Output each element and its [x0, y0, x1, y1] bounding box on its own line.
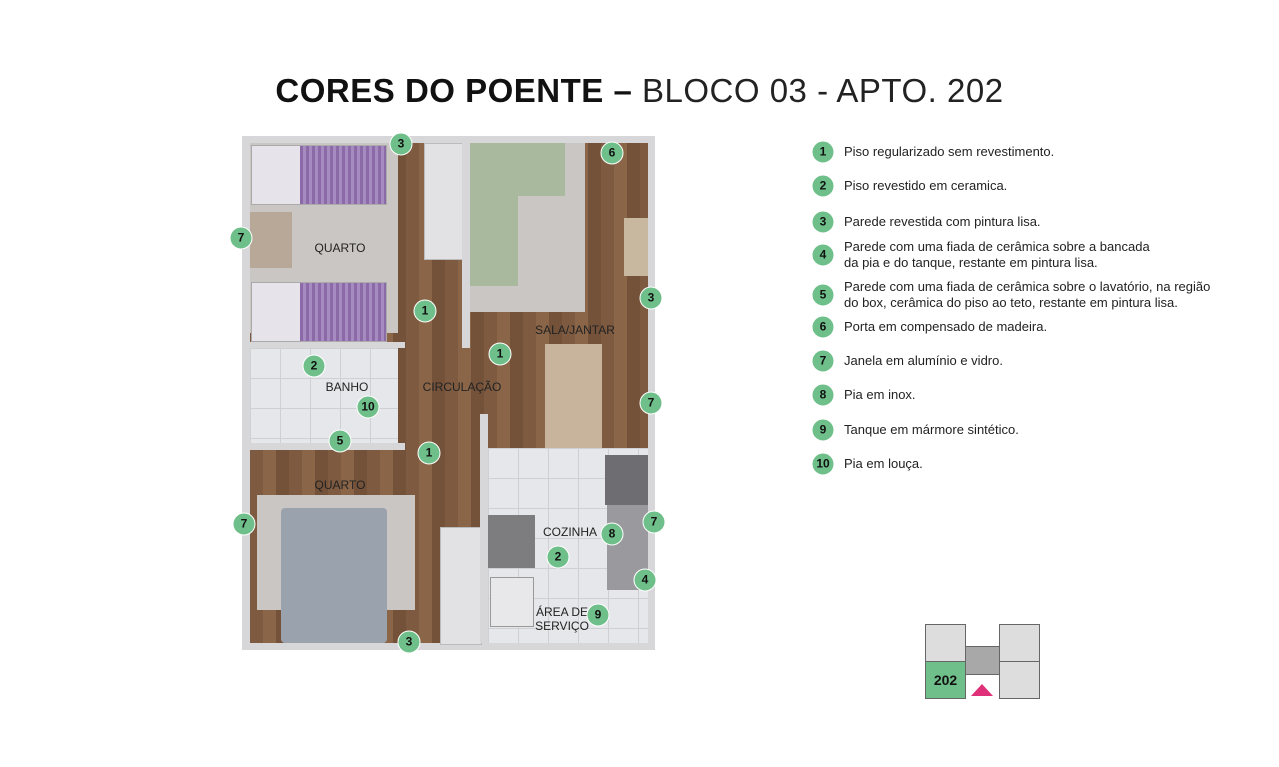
room-label-banho: BANHO — [325, 380, 369, 394]
wall — [462, 143, 470, 348]
plan-badge: 6 — [600, 141, 624, 165]
plan-badge: 2 — [302, 354, 326, 378]
legend-text: Janela em alumínio e vidro. — [844, 353, 1003, 368]
sofa — [470, 143, 565, 196]
plan-badge: 5 — [328, 429, 352, 453]
legend-text: Parede revestida com pintura lisa. — [844, 214, 1041, 229]
bed-double — [281, 508, 387, 643]
legend-text: Piso revestido em ceramica. — [844, 178, 1008, 193]
title-bold: CORES DO POENTE – — [275, 72, 633, 109]
legend-badge: 1 — [811, 140, 835, 164]
wall — [480, 414, 488, 643]
wall — [250, 342, 405, 348]
legend-badge: 5 — [811, 283, 835, 307]
room-label-quarto: QUARTO — [314, 478, 366, 492]
bathroom-floor — [250, 348, 398, 443]
room-label-circulacao: CIRCULAÇÃO — [422, 380, 502, 394]
room-label-sala-jantar: SALA/JANTAR — [535, 323, 615, 337]
unit-cell-highlighted: 202 — [925, 661, 966, 699]
legend-badge: 10 — [811, 452, 835, 476]
plan-badge: 3 — [639, 286, 663, 310]
plan-badge: 9 — [586, 603, 610, 627]
plan-badge: 2 — [546, 545, 570, 569]
plan-badge: 4 — [633, 568, 657, 592]
plan-badge: 1 — [413, 299, 437, 323]
plan-badge: 7 — [639, 391, 663, 415]
sofa — [470, 195, 518, 286]
legend-text: Tanque em mármore sintético. — [844, 422, 1019, 437]
legend-badge: 4 — [811, 243, 835, 267]
plan-badge: 7 — [229, 226, 253, 250]
entrance-marker-icon — [971, 684, 993, 696]
desk — [250, 212, 292, 268]
tv-stand — [624, 218, 648, 276]
circulation-cell — [965, 646, 1000, 675]
legend-text: Parede com uma fiada de cerâmica sobre o… — [844, 279, 1211, 310]
unit-cell — [999, 624, 1040, 662]
wall — [250, 443, 405, 450]
legend-badge: 8 — [811, 383, 835, 407]
title-light: BLOCO 03 - APTO. 202 — [642, 72, 1004, 109]
legend-badge: 6 — [811, 315, 835, 339]
plan-badge: 3 — [389, 132, 413, 156]
unit-cell — [925, 624, 966, 662]
legend-text: Piso regularizado sem revestimento. — [844, 144, 1055, 159]
plan-badge: 8 — [600, 522, 624, 546]
legend-text: Pia em louça. — [844, 456, 923, 471]
wardrobe-bottom — [440, 527, 482, 645]
plan-badge: 1 — [417, 441, 441, 465]
legend-text: Parede com uma fiada de cerâmica sobre a… — [844, 239, 1150, 270]
washing-machine — [490, 577, 534, 627]
room-label-quarto: QUARTO — [314, 241, 366, 255]
floor-plan: QUARTO SALA/JANTAR BANHO CIRCULAÇÃO QUAR… — [229, 132, 666, 654]
legend-text: Porta em compensado de madeira. — [844, 319, 1048, 334]
bed-middle — [251, 282, 387, 342]
legend-badge: 9 — [811, 418, 835, 442]
dining-table — [545, 344, 602, 455]
wardrobe-top — [424, 143, 463, 260]
legend-badge: 7 — [811, 349, 835, 373]
plan-badge: 10 — [356, 395, 380, 419]
unit-cell — [999, 661, 1040, 699]
bed-top — [251, 145, 387, 205]
plan-badge: 1 — [488, 342, 512, 366]
stove — [605, 455, 648, 505]
plan-badge: 3 — [397, 630, 421, 654]
legend-text: Pia em inox. — [844, 387, 916, 402]
legend-badge: 3 — [811, 210, 835, 234]
fridge — [488, 515, 535, 568]
page-title: CORES DO POENTE – BLOCO 03 - APTO. 202 — [0, 72, 1279, 110]
room-label-cozinha: COZINHA — [543, 525, 597, 539]
legend-badge: 2 — [811, 174, 835, 198]
plan-badge: 7 — [642, 510, 666, 534]
plan-badge: 7 — [232, 512, 256, 536]
